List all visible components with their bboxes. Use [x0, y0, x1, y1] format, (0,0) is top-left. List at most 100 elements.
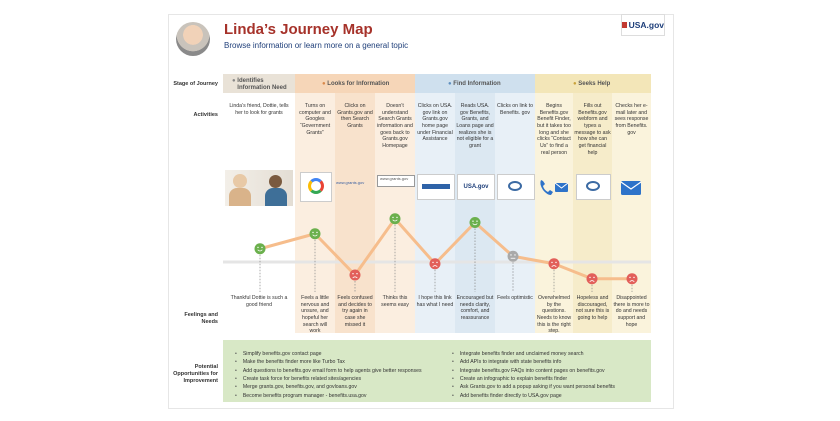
feeling-10: Disappointed there is more to do and nee… [613, 295, 650, 328]
stage-label-identify: ● Identifies Information Need [232, 78, 289, 91]
sad-face-icon [626, 273, 638, 285]
stage-text: Looks for Information [327, 81, 390, 87]
feeling-5: I hope this link has what I need [416, 295, 454, 308]
col-tint [455, 93, 495, 333]
opportunities-left-list: Simplify benefits.gov contact page Make … [235, 350, 422, 400]
activity-2: Turns on computer and Googles “Governmen… [299, 103, 331, 136]
row-label-stage: Stage of Journey [173, 81, 218, 87]
usagov-screenshot: USA.gov [457, 174, 495, 200]
face-mouth [472, 223, 478, 226]
sad-face-icon [429, 258, 441, 270]
face-eye [392, 216, 394, 219]
face-eye [352, 273, 354, 275]
activity-6: Reads USA. gov Benefits, Grants, and Loa… [456, 103, 494, 149]
stage-band-looks [295, 74, 415, 93]
page-subtitle: Browse information or learn more on a ge… [224, 41, 409, 50]
happy-face-icon [309, 228, 321, 240]
opportunity-item: Ask Grants.gov to add a popup asking if … [452, 383, 615, 391]
activity-8: Begins Benefits.gov Benefit Finder, but … [537, 103, 571, 156]
face-mouth [551, 265, 557, 268]
face-eye [514, 254, 516, 256]
benefits-gov-screenshot [497, 174, 535, 200]
activity-3: Clicks on Grants.gov and then Search Gra… [337, 103, 373, 129]
face-eye [633, 276, 635, 279]
activity-10: Checks her e-mail later and sees respons… [614, 103, 649, 136]
stage-dot-icon: ● [448, 81, 454, 87]
google-screenshot [300, 172, 332, 202]
email-body [621, 181, 641, 195]
col-tint [495, 93, 535, 333]
feeling-1: Thankful Dottie is such a good friend [230, 295, 288, 308]
opportunities-right-list: Integrate benefits finder and unclaimed … [452, 350, 615, 400]
col-tint [573, 93, 612, 333]
activity-4: Doesn’t understand Search Grants informa… [377, 103, 413, 149]
feeling-4: Thinks this seems easy [381, 295, 409, 308]
stage-label-find: ● Find Information [448, 81, 501, 88]
friends-photo [225, 170, 293, 206]
col-tint [535, 93, 573, 333]
face-eye [436, 261, 438, 264]
mail-flap [554, 182, 569, 189]
person-body-icon [229, 188, 251, 206]
address-bar: www.grants.gov [377, 175, 415, 187]
contact-icons [540, 180, 569, 195]
row-label-activities: Activities [193, 112, 218, 118]
opportunity-item: Create an infographic to explain benefit… [452, 375, 615, 383]
face-eye [396, 216, 398, 219]
stage-dot-icon: ● [322, 81, 328, 87]
face-mouth [629, 280, 635, 283]
col-tint [295, 93, 335, 333]
opportunity-item: Integrate benefits finder and unclaimed … [452, 350, 615, 358]
benefits-seal-icon [508, 181, 522, 191]
face-eye [261, 246, 263, 249]
activity-5: Clicks on USA. gov link on Grants.gov ho… [417, 103, 453, 143]
feeling-3: Feels confused and decides to try again … [337, 295, 373, 328]
face-eye [316, 231, 318, 234]
face-eye [476, 220, 478, 222]
col-tint [375, 93, 415, 333]
site-banner-icon [422, 184, 450, 189]
flag-icon [622, 22, 627, 28]
opportunity-item: Simplify benefits.gov contact page [235, 350, 422, 358]
feeling-6: Encouraged but needs clarity, comfort, a… [456, 295, 494, 321]
sad-face-icon [349, 269, 361, 281]
stage-band-find [415, 74, 535, 93]
stage-dot-icon: ● [573, 81, 579, 87]
logo-text: USA.gov [628, 20, 664, 30]
face-mouth [352, 276, 358, 279]
google-icon [308, 178, 324, 194]
face-eye [432, 261, 434, 264]
face-eye [312, 231, 314, 234]
sad-face-icon [548, 258, 560, 270]
face-mouth [392, 219, 398, 222]
face-mouth [257, 249, 263, 252]
feeling-2: Feels a little nervous and unsure, and h… [300, 295, 330, 335]
opportunity-item: Create task force for benefits related s… [235, 375, 422, 383]
emotion-curve [259, 217, 632, 281]
activity-7: Clicks on link to Benefits. gov [496, 103, 534, 116]
email-flap [620, 181, 642, 190]
email-icon [620, 181, 642, 195]
usagov-logo: USA.gov [621, 14, 665, 36]
person-icon [233, 174, 247, 188]
search-results-snippet: www.grants.gov [336, 180, 364, 186]
opportunity-item: Add APIs to integrate with state benefit… [452, 358, 615, 366]
row-label-feelings: Feelings and Needs [184, 312, 218, 325]
stage-band-help [535, 74, 651, 93]
activity-9: Fills out Benefits.gov webform and types… [574, 103, 611, 156]
opportunity-item: Integrate benefits.gov FAQs into content… [452, 367, 615, 375]
col-tint [612, 93, 651, 333]
benefits-seal-icon [586, 181, 600, 191]
opportunity-item: Add benefits finder directly to USA.gov … [452, 392, 615, 400]
feeling-8: Overwhelmed by the questions. Needs to k… [536, 295, 572, 335]
address-text: www.grants.gov [380, 176, 409, 181]
col-tint [415, 93, 455, 333]
page-title: Linda’s Journey Map [224, 21, 373, 38]
face-eye [510, 254, 512, 256]
face-eye [555, 261, 557, 264]
activity-1: Linda’s friend, Dottie, tells her to loo… [229, 103, 289, 116]
opportunity-item: Become benefits program manager - benefi… [235, 392, 422, 400]
usagov-thumb-text: USA.gov [463, 184, 489, 190]
opportunity-item: Add questions to benefits.gov email form… [235, 367, 422, 375]
